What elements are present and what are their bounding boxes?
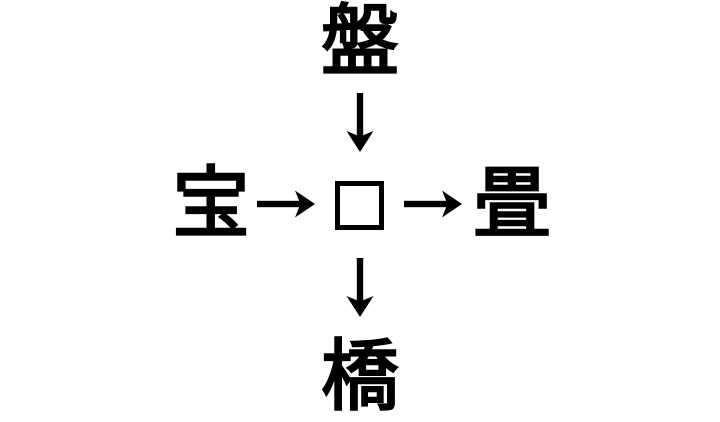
arrow-down-icon	[346, 93, 374, 152]
answer-box-blank-square	[335, 181, 384, 230]
kanji-right: 畳	[472, 159, 552, 249]
arrow-right-icon	[257, 190, 315, 218]
arrow-down-icon	[346, 258, 374, 317]
kanji-top: 盤	[320, 0, 400, 87]
arrow-right-icon	[404, 190, 462, 218]
kanji-bottom: 橋	[320, 332, 400, 422]
kanji-puzzle-canvas: 盤 宝 畳 橋	[171, 0, 552, 416]
kanji-left: 宝	[171, 159, 251, 249]
